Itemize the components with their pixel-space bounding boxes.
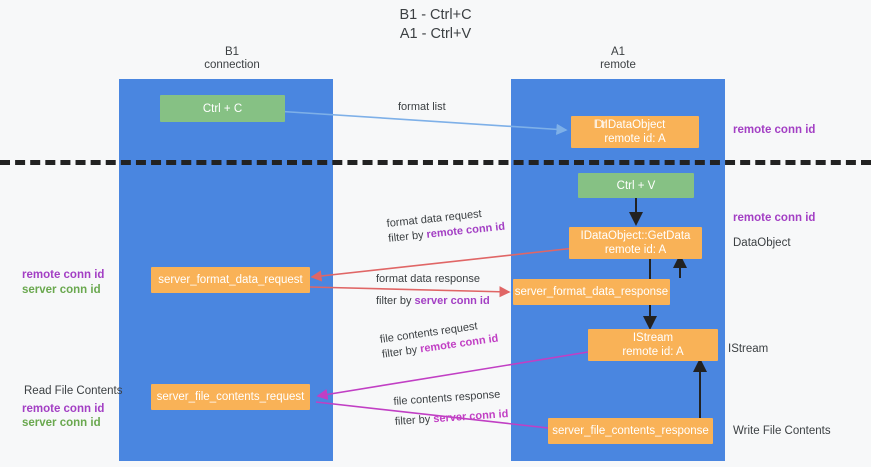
node-ctrl-v[interactable]: Ctrl + V — [578, 173, 694, 198]
node-server-format-data-response-label: server_format_data_response — [514, 286, 669, 298]
node-ctrl-v-label: Ctrl + V — [616, 179, 656, 192]
node-getdata-line1: IDataObject::GetData — [580, 230, 691, 242]
node-istream-line2: remote id: A — [622, 346, 684, 358]
annotation-right-write-file-contents: Write File Contents — [733, 425, 831, 437]
node-istream[interactable]: IStream remote id: A — [588, 329, 718, 361]
edge-label-format-data-response: format data response filter by server co… — [376, 272, 490, 309]
annotation-left-mid-server-conn-id: server conn id — [22, 284, 101, 296]
edge-label-file-contents-response-line1: file contents response — [393, 388, 501, 408]
annotation-right-mid-remote-conn-id: remote conn id — [733, 212, 816, 224]
annotation-left-bottom-remote-conn-id: remote conn id — [22, 403, 105, 415]
edge-label-file-contents-response: file contents response filter by server … — [393, 387, 509, 430]
lane-header-b1: B1 connection — [204, 46, 260, 71]
edge-label-file-contents-response-line2: filter by server conn id — [394, 408, 509, 428]
node-server-format-data-request[interactable]: server_format_data_request — [151, 267, 310, 293]
edge-label-format-data-response-line2: filter by server conn id — [376, 295, 490, 307]
annotation-right-top-remote-conn-id: remote conn id — [733, 124, 816, 136]
node-server-format-data-response[interactable]: server_format_data_response — [513, 279, 670, 305]
phase-divider — [0, 160, 871, 165]
annotation-right-istream: IStream — [728, 343, 769, 355]
node-ctrl-c-label: Ctrl + C — [202, 102, 243, 115]
node-server-file-contents-response-label: server_file_contents_response — [552, 425, 709, 437]
edge-label-format-data-response-line1: format data response — [376, 273, 480, 285]
node-server-file-contents-request[interactable]: server_file_contents_request — [151, 384, 310, 410]
annotation-read-file-contents: Read File Contents — [24, 385, 123, 397]
node-ctrl-c[interactable]: Ctrl + C — [160, 95, 285, 122]
node-idataobject-line2: remote id: A — [604, 133, 666, 145]
node-idataobject-line1: IDataObject — [604, 119, 666, 131]
page-title: B1 - Ctrl+C A1 - Ctrl+V — [399, 7, 472, 42]
node-idataobject-getdata[interactable]: IDataObject::GetData remote id: A — [569, 227, 702, 259]
node-server-format-data-request-label: server_format_data_request — [158, 274, 303, 286]
lane-header-a1: A1 remote — [600, 46, 636, 71]
annotation-left-bottom-server-conn-id: server conn id — [22, 417, 101, 429]
annotation-left-mid-remote-conn-id: remote conn id — [22, 269, 105, 281]
node-idataobject-ghost: IDtr — [593, 119, 606, 131]
edge-label-file-contents-request: file contents request filter by remote c… — [379, 317, 499, 363]
node-getdata-line2: remote id: A — [604, 244, 667, 256]
annotation-right-dataobject: DataObject — [733, 237, 791, 249]
node-idataobject[interactable]: IDtr IDataObject remote id: A — [571, 116, 699, 148]
node-istream-line1: IStream — [632, 332, 674, 344]
node-server-file-contents-request-label: server_file_contents_request — [156, 391, 305, 403]
node-server-file-contents-response[interactable]: server_file_contents_response — [548, 418, 713, 444]
edge-label-format-list: format list — [398, 101, 446, 113]
edge-label-format-data-request: format data request filter by remote con… — [386, 205, 506, 247]
